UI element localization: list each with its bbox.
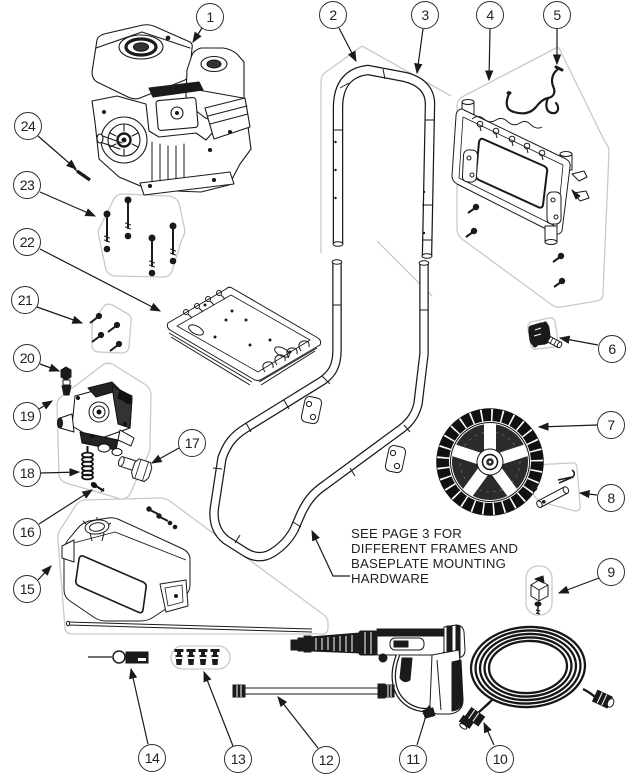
spray-gun: [290, 624, 466, 719]
detergent-tank: [61, 517, 191, 622]
callout-18: 18: [13, 459, 41, 487]
callout-12: 12: [312, 746, 340, 774]
callout-9: 9: [597, 558, 625, 586]
callout-8: 8: [597, 484, 625, 512]
panel-wire-clip: [505, 65, 564, 115]
wand-tip: [88, 650, 149, 664]
axle-group-outline: [529, 462, 581, 512]
callout-6: 6: [598, 335, 626, 363]
axle-pin-kit: [530, 469, 576, 508]
leader-lines: [36, 27, 600, 749]
frame-note-line: HARDWARE: [351, 571, 430, 586]
callout-15: 15: [13, 575, 41, 603]
panel-group-outline: [456, 46, 610, 308]
nozzle-set: [174, 649, 220, 665]
knob-group-outline: [527, 317, 559, 350]
control-panel: [451, 99, 590, 288]
lance-rod: [66, 620, 313, 633]
callout-1: 1: [196, 3, 224, 31]
tank-group-outline: [57, 497, 329, 635]
wheel: [436, 408, 544, 516]
callout-19: 19: [13, 402, 41, 430]
jumper-hose: [232, 683, 395, 699]
callout-5: 5: [543, 1, 571, 29]
handle-tube: [332, 64, 436, 259]
engine: [91, 24, 252, 196]
callout-10: 10: [486, 745, 514, 773]
callout-22: 22: [13, 228, 41, 256]
pump: [57, 381, 135, 456]
callout-20: 20: [13, 344, 41, 372]
spring: [81, 446, 94, 481]
hose-barb-fitting: [60, 366, 72, 396]
callout-2: 2: [319, 1, 347, 29]
hose-hook-kit: [530, 575, 549, 615]
callout-16: 16: [13, 518, 41, 546]
panel-screws: [465, 203, 566, 288]
callout-13: 13: [224, 745, 252, 773]
outlet-fitting: [118, 456, 153, 483]
bolt-group-outline: [97, 193, 186, 278]
pump-screw: [90, 481, 105, 493]
shaft-key: [73, 168, 91, 182]
baseplate: [166, 286, 322, 386]
high-pressure-hose: [458, 625, 615, 730]
hook-group-outline: [525, 565, 553, 616]
frame-tube: [209, 259, 430, 562]
callout-17: 17: [178, 429, 206, 457]
frame-note-line: DIFFERENT FRAMES AND: [351, 541, 519, 556]
frame-note-line: BASEPLATE MOUNTING: [351, 556, 507, 571]
callout-14: 14: [138, 744, 166, 772]
callout-4: 4: [476, 1, 504, 29]
callout-3: 3: [411, 1, 439, 29]
engine-bolt-set: [103, 196, 177, 277]
frame-note: SEE PAGE 3 FOR DIFFERENT FRAMES AND BASE…: [351, 526, 518, 586]
callout-11: 11: [399, 745, 427, 773]
note-leader: [311, 529, 350, 577]
tank-screws: [146, 506, 178, 530]
callout-7: 7: [597, 411, 625, 439]
screw-group-outline: [91, 303, 132, 354]
callout-21: 21: [11, 286, 39, 314]
baseplate-screw-set: [89, 312, 123, 352]
callout-23: 23: [13, 171, 41, 199]
nozzle-group-outline: [170, 645, 231, 670]
construction-outlines: [56, 45, 610, 670]
pump-group-outline: [56, 362, 152, 500]
callout-24: 24: [14, 112, 42, 140]
frame-note-line: SEE PAGE 3 FOR: [351, 526, 463, 541]
